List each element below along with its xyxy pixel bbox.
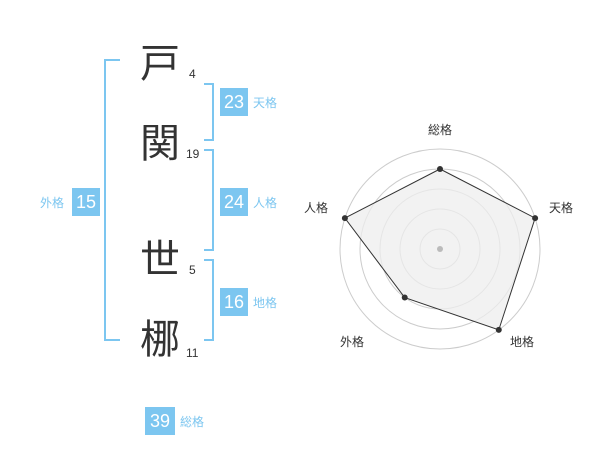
radar-point-1 — [532, 215, 539, 222]
radar-label-jinkaku: 人格 — [304, 201, 329, 215]
surname-char-2-strokes: 19 — [186, 147, 200, 161]
jinkaku-bracket — [204, 149, 214, 251]
jinkaku-label: 人格 — [253, 196, 278, 210]
chikaku-bracket — [204, 259, 214, 341]
radar-point-4 — [341, 215, 348, 222]
gaikaku-label: 外格 — [40, 196, 65, 210]
soukaku-value-box: 39 — [145, 407, 175, 435]
given-char-2-strokes: 11 — [186, 346, 199, 360]
radar-label-chikaku: 地格 — [510, 335, 535, 349]
soukaku-label: 総格 — [180, 415, 205, 429]
jinkaku-value-box: 24 — [220, 188, 248, 216]
tenkaku-value-box: 23 — [220, 88, 248, 116]
chikaku-value-box: 16 — [220, 288, 248, 316]
given-char-2: 梛 — [140, 317, 180, 363]
gaikaku-value-box: 15 — [72, 188, 100, 216]
given-char-1: 世 — [140, 237, 180, 283]
surname-char-1: 戸 — [140, 41, 180, 87]
surname-char-2: 関 — [140, 121, 180, 167]
surname-char-1-strokes: 4 — [189, 67, 196, 81]
radar-point-0 — [437, 166, 443, 172]
tenkaku-label: 天格 — [253, 96, 278, 110]
radar-point-3 — [401, 294, 408, 301]
radar-label-tenkaku: 天格 — [549, 201, 574, 215]
tenkaku-bracket — [204, 83, 214, 141]
radar-point-2 — [495, 326, 502, 333]
radar-center-dot — [437, 246, 443, 252]
given-char-1-strokes: 5 — [189, 263, 196, 277]
radar-label-gaikaku: 外格 — [340, 335, 365, 349]
gaikaku-bracket — [104, 59, 120, 341]
chikaku-label: 地格 — [253, 296, 278, 310]
radar-points — [341, 166, 539, 333]
radar-label-soukaku: 総格 — [428, 123, 453, 137]
